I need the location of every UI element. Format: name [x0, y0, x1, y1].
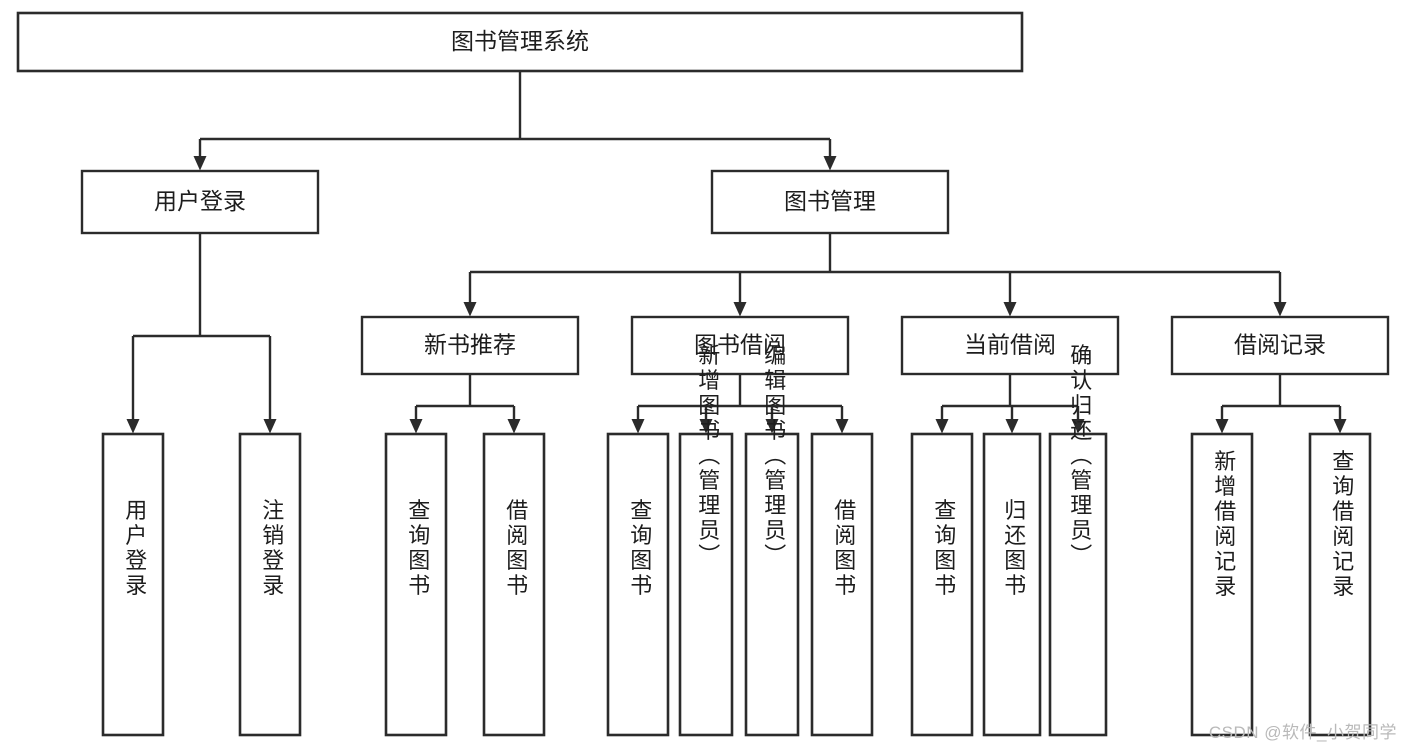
- node-leaf-query-book-current[interactable]: 查询图书: [910, 432, 974, 737]
- node-box[interactable]: [710, 169, 950, 235]
- node-label: 归还图书: [1001, 499, 1026, 599]
- arrow-head-icon: [1071, 419, 1085, 434]
- connector-layer: [126, 71, 1347, 434]
- edge-root-to-level1: [193, 71, 837, 171]
- arrow-head-icon: [507, 419, 521, 434]
- arrow-head-icon: [1333, 419, 1347, 434]
- node-current-borrow[interactable]: 当前借阅: [900, 315, 1120, 376]
- node-label: 借阅记录: [1234, 332, 1326, 358]
- node-box[interactable]: [16, 11, 1024, 73]
- node-box[interactable]: [630, 315, 850, 376]
- arrow-head-icon: [935, 419, 949, 434]
- node-box[interactable]: [910, 432, 974, 737]
- node-label: 图书借阅: [694, 332, 786, 358]
- arrow-head-icon: [631, 419, 645, 434]
- node-label: 借阅图书: [831, 499, 856, 599]
- csdn-watermark: CSDN @软件_小贺同学: [1208, 723, 1397, 742]
- node-label: 借阅图书: [503, 499, 528, 599]
- node-label: 新增图书（管理员）: [695, 344, 720, 569]
- node-label: 确认归还（管理员）: [1067, 344, 1092, 569]
- node-label: 用户登录: [154, 188, 246, 214]
- node-label: 用户登录: [122, 499, 147, 599]
- node-box[interactable]: [606, 432, 670, 737]
- node-box[interactable]: [482, 432, 546, 737]
- node-box[interactable]: [101, 432, 165, 737]
- node-book-manage[interactable]: 图书管理: [710, 169, 950, 235]
- node-label: 图书管理系统: [451, 28, 589, 54]
- arrow-head-icon: [765, 419, 779, 434]
- node-label: 编辑图书（管理员）: [761, 344, 786, 569]
- arrow-head-icon: [193, 156, 207, 171]
- node-label: 图书管理: [784, 188, 876, 214]
- node-leaf-add-borrow-record[interactable]: 新增借阅记录: [1190, 432, 1254, 737]
- node-leaf-borrow-book[interactable]: 借阅图书: [810, 432, 874, 737]
- node-layer: 图书管理系统用户登录图书管理新书推荐图书借阅当前借阅借阅记录用户登录注销登录查询…: [16, 11, 1390, 737]
- arrow-head-icon: [1215, 419, 1229, 434]
- node-new-book-recommend[interactable]: 新书推荐: [360, 315, 580, 376]
- arrow-head-icon: [699, 419, 713, 434]
- node-leaf-confirm-return[interactable]: 确认归还（管理员）: [1048, 344, 1108, 737]
- arrow-head-icon: [463, 302, 477, 317]
- arrow-head-icon: [126, 419, 140, 434]
- arrow-head-icon: [409, 419, 423, 434]
- arrow-head-icon: [1003, 302, 1017, 317]
- node-box[interactable]: [80, 169, 320, 235]
- edge-current-to-leaves: [935, 374, 1085, 434]
- node-root[interactable]: 图书管理系统: [16, 11, 1024, 73]
- node-box[interactable]: [900, 315, 1120, 376]
- node-label: 查询借阅记录: [1329, 450, 1354, 600]
- arrow-head-icon: [733, 302, 747, 317]
- edge-user-login-to-leaves: [126, 233, 277, 434]
- node-leaf-query-book-borrow[interactable]: 查询图书: [606, 432, 670, 737]
- node-box[interactable]: [678, 432, 734, 737]
- edge-record-to-leaves: [1215, 374, 1347, 434]
- node-label: 查询图书: [405, 499, 430, 599]
- node-leaf-logout-login[interactable]: 注销登录: [238, 432, 302, 737]
- node-box[interactable]: [238, 432, 302, 737]
- node-leaf-borrow-book-recommend[interactable]: 借阅图书: [482, 432, 546, 737]
- node-box[interactable]: [744, 432, 800, 737]
- node-box[interactable]: [1048, 432, 1108, 737]
- node-label: 新书推荐: [424, 332, 516, 358]
- node-book-borrow[interactable]: 图书借阅: [630, 315, 850, 376]
- edge-borrow-to-leaves: [631, 374, 849, 434]
- node-box[interactable]: [1190, 432, 1254, 737]
- node-box[interactable]: [810, 432, 874, 737]
- node-box[interactable]: [384, 432, 448, 737]
- arrow-head-icon: [263, 419, 277, 434]
- node-label: 新增借阅记录: [1211, 450, 1236, 600]
- node-borrow-record[interactable]: 借阅记录: [1170, 315, 1390, 376]
- node-box[interactable]: [360, 315, 580, 376]
- node-user-login[interactable]: 用户登录: [80, 169, 320, 235]
- node-leaf-query-book-recommend[interactable]: 查询图书: [384, 432, 448, 737]
- arrow-head-icon: [835, 419, 849, 434]
- arrow-head-icon: [1005, 419, 1019, 434]
- node-leaf-user-login[interactable]: 用户登录: [101, 432, 165, 737]
- node-leaf-query-borrow-record[interactable]: 查询借阅记录: [1308, 432, 1372, 737]
- node-box[interactable]: [1170, 315, 1390, 376]
- edge-book-manage-to-level2: [463, 233, 1287, 317]
- edge-recommend-to-leaves: [409, 374, 521, 434]
- node-leaf-add-book[interactable]: 新增图书（管理员）: [678, 344, 734, 737]
- arrow-head-icon: [823, 156, 837, 171]
- node-box[interactable]: [1308, 432, 1372, 737]
- node-leaf-return-book[interactable]: 归还图书: [982, 432, 1042, 737]
- node-label: 查询图书: [627, 499, 652, 599]
- node-leaf-edit-book[interactable]: 编辑图书（管理员）: [744, 344, 800, 737]
- node-label: 查询图书: [931, 499, 956, 599]
- node-label: 当前借阅: [964, 332, 1056, 358]
- arrow-head-icon: [1273, 302, 1287, 317]
- node-label: 注销登录: [259, 499, 284, 599]
- node-box[interactable]: [982, 432, 1042, 737]
